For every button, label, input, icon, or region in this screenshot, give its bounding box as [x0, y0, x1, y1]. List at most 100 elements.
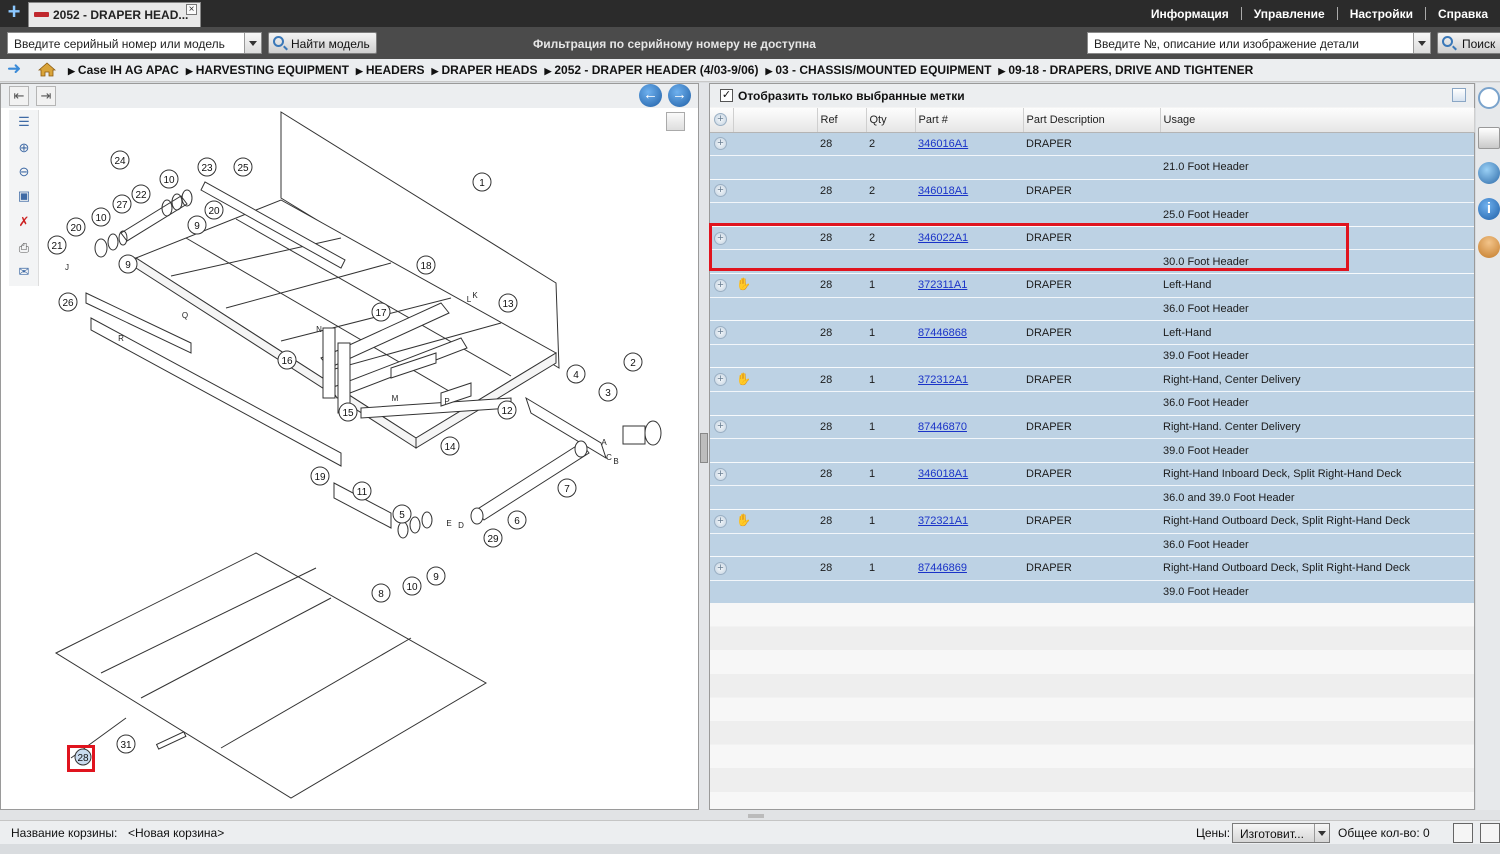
part-number-cell: 346016A1	[915, 132, 1023, 157]
breadcrumb-item[interactable]: HEADERS	[356, 63, 425, 77]
part-number-link[interactable]: 87446869	[918, 562, 967, 575]
fit-to-window-icon[interactable]: ▣	[17, 188, 31, 203]
part-number-link[interactable]: 346018A1	[918, 468, 969, 481]
breadcrumb-item[interactable]: Case IH AG APAC	[68, 63, 179, 77]
info-icon[interactable]: i	[1478, 198, 1500, 220]
restore-window-icon[interactable]	[1453, 823, 1473, 843]
add-to-basket-icon[interactable]: +	[714, 467, 727, 481]
find-model-button[interactable]: Найти модель	[268, 32, 377, 54]
close-tab-icon[interactable]: ×	[186, 4, 197, 15]
fullscreen-toggle-icon[interactable]	[666, 112, 685, 131]
hand-pointer-icon[interactable]: ✋	[736, 277, 751, 292]
maximize-window-icon[interactable]	[1480, 823, 1500, 843]
callout-14: 14	[440, 436, 460, 456]
price-type-select[interactable]: Изготовит...	[1232, 823, 1330, 843]
clear-selection-icon[interactable]: ✗	[18, 214, 30, 229]
next-diagram-icon[interactable]: →	[668, 84, 691, 107]
part-number-link[interactable]: 346022A1	[918, 232, 969, 245]
previous-diagram-icon[interactable]: ←	[639, 84, 662, 107]
chevron-down-icon[interactable]	[1413, 33, 1430, 53]
menu-help[interactable]: Справка	[1438, 6, 1488, 21]
add-to-basket-icon[interactable]: +	[714, 326, 727, 340]
breadcrumb-item[interactable]: HARVESTING EQUIPMENT	[186, 63, 349, 77]
splitter-handle-icon[interactable]	[748, 814, 764, 818]
part-number-link[interactable]: 372321A1	[918, 515, 969, 528]
column-header-part[interactable]: Part #	[915, 108, 1024, 133]
user-icon[interactable]	[1478, 236, 1500, 258]
part-number-link[interactable]: 346016A1	[918, 137, 969, 150]
part-number-link[interactable]: 372311A1	[918, 279, 968, 292]
breadcrumb-item[interactable]: DRAPER HEADS	[432, 63, 537, 77]
next-page-icon[interactable]: ⇥	[36, 86, 56, 106]
notes-icon[interactable]	[1478, 127, 1500, 149]
empty-cell	[710, 391, 733, 416]
breadcrumb-item[interactable]: 03 - CHASSIS/MOUNTED EQUIPMENT	[765, 63, 991, 77]
horizontal-splitter[interactable]	[0, 810, 1500, 820]
empty-cell	[915, 438, 1023, 463]
menu-settings[interactable]: Настройки	[1349, 6, 1414, 21]
part-number-link[interactable]: 87446870	[918, 420, 967, 433]
part-number-link[interactable]: 372312A1	[918, 373, 969, 386]
callout-10c: 10	[159, 169, 179, 189]
globe-icon[interactable]	[1478, 162, 1500, 184]
hand-pointer-icon[interactable]: ✋	[736, 513, 751, 528]
zoom-out-icon[interactable]: ⊖	[18, 164, 30, 179]
breadcrumb-item[interactable]: 2052 - DRAPER HEADER (4/03-9/06)	[544, 63, 758, 77]
column-header-description[interactable]: Part Description	[1023, 108, 1161, 133]
back-arrow-icon[interactable]: ➜	[7, 59, 22, 78]
zoom-search-icon[interactable]	[1478, 87, 1500, 109]
basket-name-value[interactable]: <Новая корзина>	[128, 826, 225, 840]
add-to-basket-icon[interactable]: +	[714, 231, 727, 245]
hand-pointer-icon[interactable]: ✋	[736, 371, 751, 386]
column-header-ref[interactable]: Ref	[817, 108, 867, 133]
document-tab[interactable]: 2052 - DRAPER HEAD... ×	[28, 2, 201, 27]
print-icon[interactable]: ⎙	[18, 240, 30, 255]
select-all-column[interactable]: +	[710, 108, 734, 133]
search-button[interactable]: Поиск	[1437, 32, 1500, 54]
email-icon[interactable]: ✉	[18, 264, 30, 279]
part-search-combobox[interactable]: Введите №, описание или изображение дета…	[1087, 32, 1431, 54]
new-tab-plus-icon[interactable]: +	[7, 0, 21, 24]
column-header-usage[interactable]: Usage	[1160, 108, 1475, 133]
table-row-note: 36.0 and 39.0 Foot Header	[710, 485, 1474, 510]
add-to-basket-icon[interactable]: +	[714, 184, 727, 198]
menu-lines-icon[interactable]: ☰	[18, 114, 30, 129]
usage-note-cell: 36.0 Foot Header	[1160, 297, 1474, 322]
previous-page-icon[interactable]: ⇤	[9, 86, 29, 106]
menu-manage[interactable]: Управление	[1253, 6, 1325, 21]
add-to-basket-icon[interactable]: +	[714, 137, 727, 151]
show-selected-checkbox[interactable]: ✓	[720, 89, 733, 102]
part-number-link[interactable]: 346018A1	[918, 184, 969, 197]
column-header-qty[interactable]: Qty	[866, 108, 916, 133]
zoom-in-icon[interactable]: ⊕	[18, 140, 30, 155]
add-to-basket-icon[interactable]: +	[714, 420, 727, 434]
add-to-basket-icon[interactable]: +	[714, 278, 727, 292]
grid-options-icon[interactable]	[1452, 88, 1466, 102]
usage-cell: Left-Hand	[1160, 320, 1474, 345]
add-to-basket-icon[interactable]: +	[714, 561, 727, 575]
chevron-down-icon[interactable]	[244, 33, 261, 53]
add-to-basket-icon[interactable]: +	[714, 373, 727, 387]
serial-model-combobox[interactable]: Введите серийный номер или модель	[7, 32, 262, 54]
callout-label: 11	[357, 487, 368, 498]
plus-icon[interactable]: +	[714, 113, 727, 127]
add-to-basket-icon[interactable]: +	[714, 514, 727, 528]
collapse-handle-icon[interactable]	[700, 433, 708, 463]
breadcrumb-item[interactable]: 09-18 - DRAPERS, DRIVE AND TIGHTENER	[998, 63, 1253, 77]
menu-info[interactable]: Информация	[1150, 6, 1229, 21]
vertical-splitter[interactable]	[699, 83, 709, 810]
home-icon[interactable]	[38, 62, 56, 77]
chevron-down-icon[interactable]	[1314, 824, 1329, 842]
exploded-parts-diagram[interactable]: 1 2 3 4 5 6 7 8 9 10 11 12 13 14 15 16 1…	[41, 108, 696, 808]
part-number-link[interactable]: 87446868	[918, 326, 967, 339]
